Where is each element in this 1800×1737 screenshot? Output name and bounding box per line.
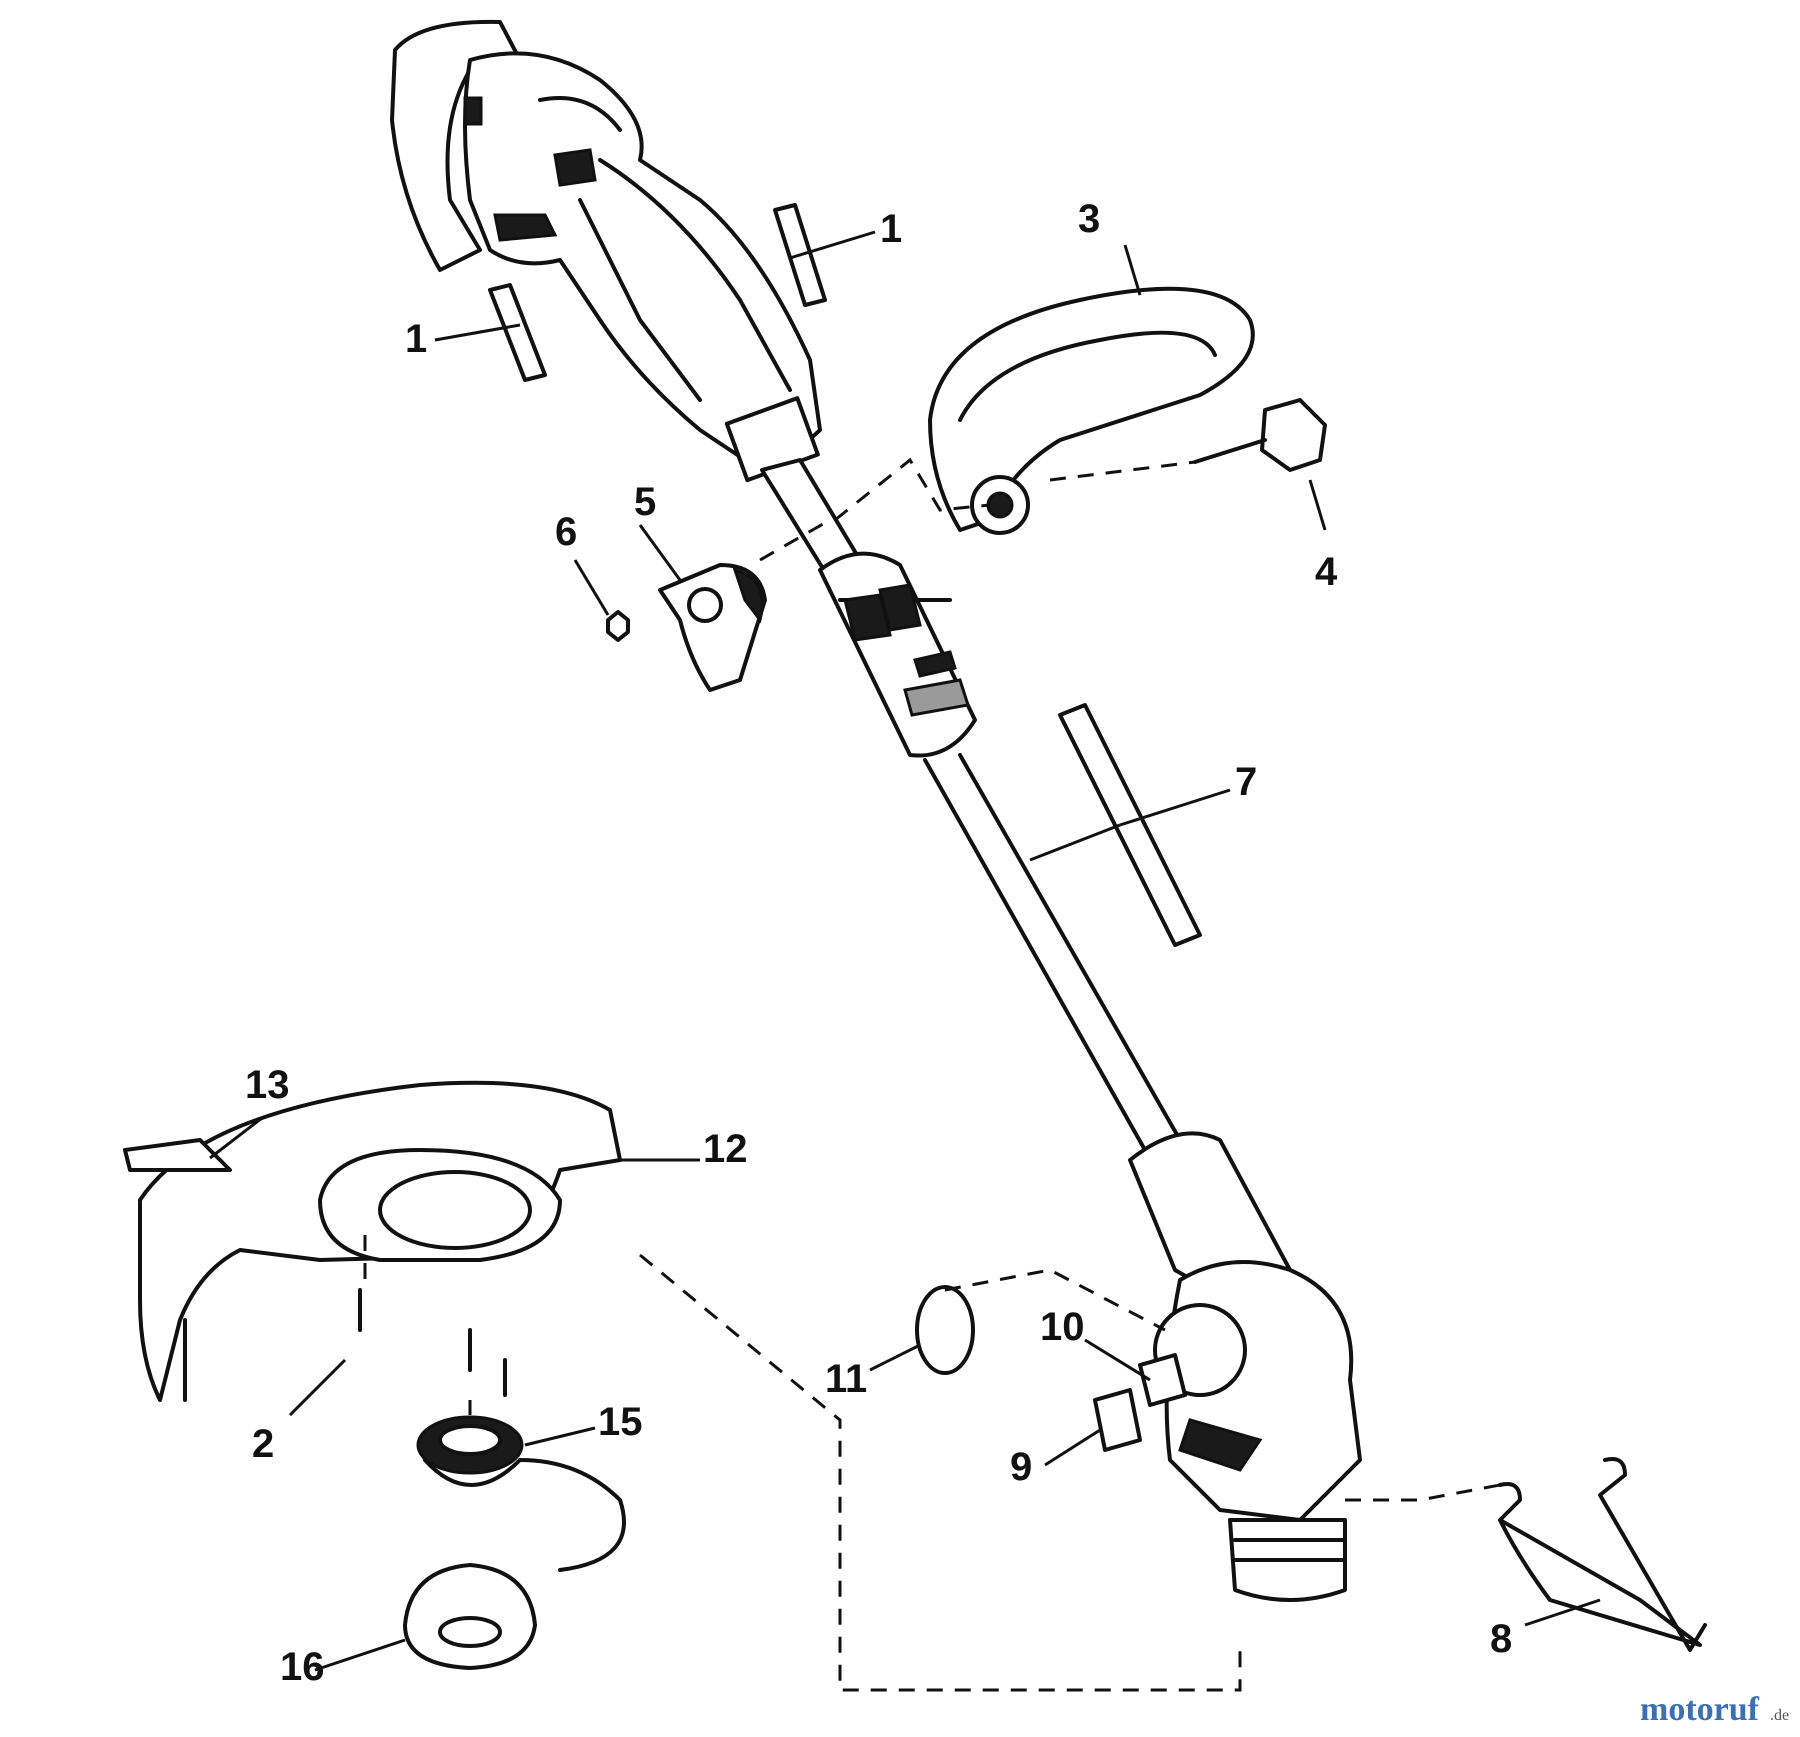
- callout-3: 3: [1078, 197, 1100, 241]
- callout-15: 15: [598, 1400, 643, 1444]
- callout-16: 16: [280, 1645, 325, 1689]
- callout-6: 6: [555, 510, 577, 554]
- watermark-name: motoruf: [1640, 1691, 1760, 1728]
- head-label-bottom: [1093, 1388, 1142, 1452]
- knob-bolt: [1193, 398, 1327, 472]
- callout-1-lower: 1: [405, 317, 427, 361]
- lower-shaft: [923, 753, 1182, 1152]
- hex-nut: [606, 610, 630, 642]
- watermark: motoruf .de: [1640, 1691, 1789, 1728]
- callout-10: 10: [1040, 1305, 1085, 1349]
- callout-12: 12: [703, 1127, 748, 1171]
- shaft-bracket: [658, 563, 767, 692]
- handle-housing: [390, 19, 822, 483]
- callout-11: 11: [825, 1357, 867, 1401]
- upper-shaft: [760, 458, 977, 758]
- head-label-top: [1138, 1353, 1187, 1407]
- callout-9: 9: [1010, 1445, 1032, 1489]
- assembly-lines: [363, 457, 1501, 1692]
- edge-guide-wire: [1498, 1482, 1702, 1647]
- callout-2: 2: [252, 1422, 274, 1466]
- callout-5: 5: [634, 480, 656, 524]
- motor-cap-label: [915, 1285, 975, 1375]
- watermark-suffix: .de: [1770, 1707, 1789, 1724]
- screws: [358, 1288, 507, 1397]
- callout-13: 13: [245, 1063, 290, 1107]
- auxiliary-handle: [928, 286, 1255, 535]
- handle-label-left: [488, 283, 547, 382]
- callout-8: 8: [1490, 1617, 1512, 1661]
- spool-cap: [403, 1563, 537, 1670]
- callout-7: 7: [1235, 760, 1257, 804]
- guard: [123, 1080, 622, 1402]
- callout-4: 4: [1315, 550, 1338, 594]
- leader-lines: [209, 230, 1601, 1672]
- shaft-label: [1058, 703, 1202, 947]
- callout-1-upper: 1: [880, 207, 902, 251]
- spool: [416, 1415, 626, 1572]
